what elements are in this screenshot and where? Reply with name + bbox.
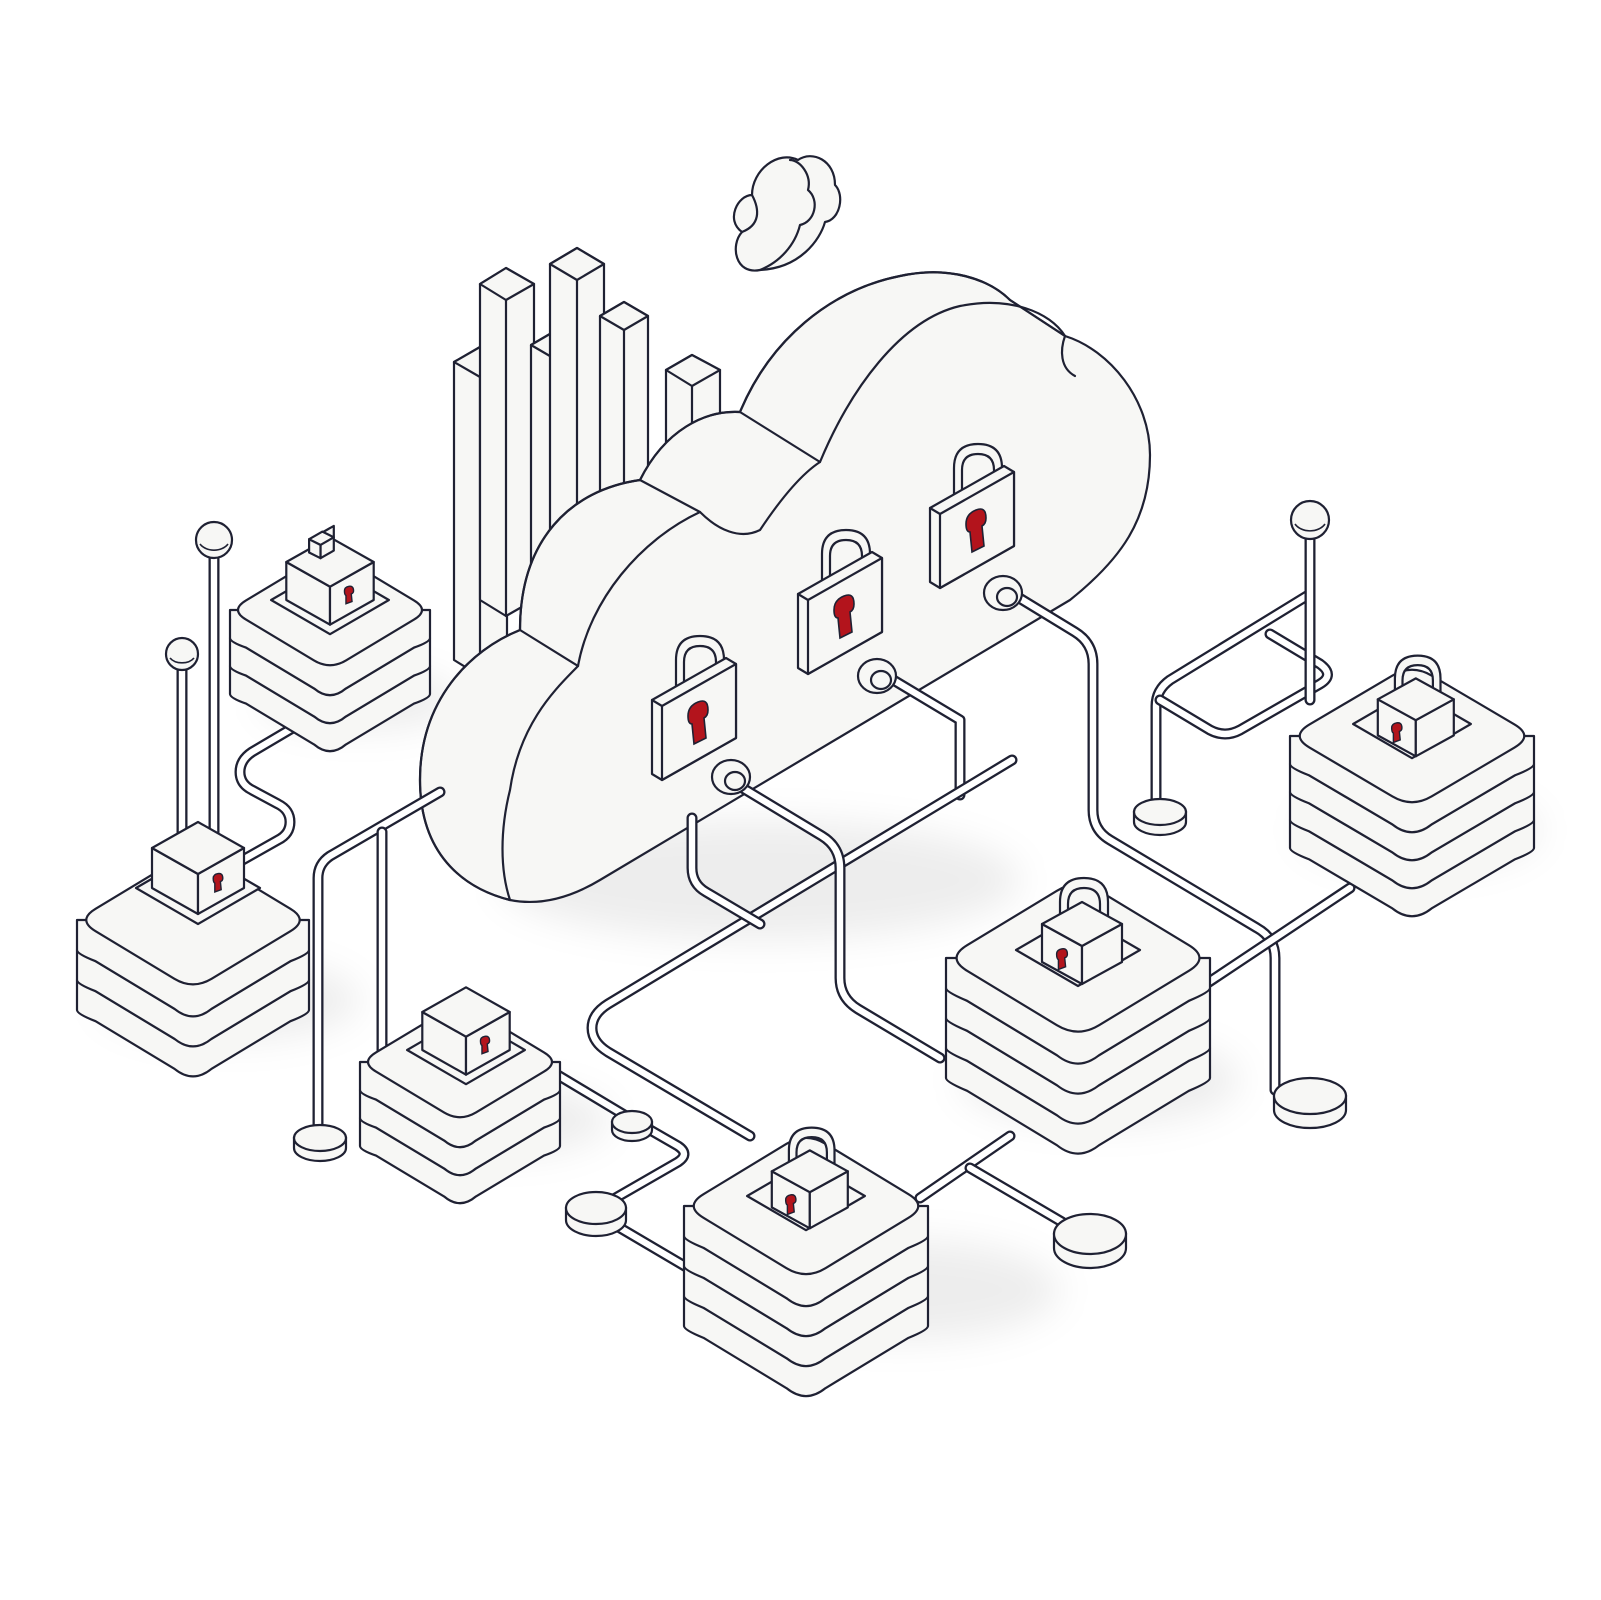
- node-disc-top: [1132, 797, 1188, 827]
- bar-tower: [598, 300, 650, 536]
- pin-ball: [164, 636, 200, 672]
- lockbox-icon: [285, 524, 375, 626]
- pipe-connector-icon: [874, 666, 966, 801]
- server-stack-icon: [228, 524, 432, 753]
- keyhole-icon: [784, 1194, 797, 1216]
- pipe-connector-icon: [1154, 628, 1333, 740]
- server-stacks: [75, 524, 1536, 1398]
- node-disc-top: [1052, 1212, 1128, 1256]
- keyhole-icon: [212, 872, 224, 894]
- node-pin-icon: [164, 636, 200, 672]
- node-disc-top: [292, 1123, 348, 1153]
- node-pin-icon: [1289, 499, 1331, 541]
- pipe-connector-icon: [312, 786, 446, 1138]
- keyhole-icon: [479, 1035, 491, 1055]
- pipe-connector-icon: [686, 812, 766, 930]
- pin-ball: [194, 520, 234, 560]
- padlock-body-top: [770, 1149, 849, 1194]
- pipe-port: [710, 758, 752, 796]
- pin-ball-shade: [1294, 523, 1326, 532]
- pipe-connector-icon: [226, 720, 302, 872]
- node-pin-icon: [1132, 797, 1188, 837]
- node-disc-top: [1272, 1076, 1348, 1116]
- server-stack-icon: [682, 1126, 930, 1398]
- server-stack-icon: [1288, 654, 1536, 918]
- lockbox-top: [421, 986, 511, 1038]
- padlock-icon: [1040, 876, 1124, 986]
- node-discs: [164, 499, 1348, 1270]
- lockbox-icon: [421, 986, 511, 1076]
- padlock-icon: [650, 634, 738, 782]
- server-stack-icon: [358, 986, 562, 1205]
- pipe-connector-icon: [1194, 882, 1356, 994]
- pin-ball-shade: [169, 657, 195, 664]
- node-disc-top: [610, 1109, 654, 1135]
- keyhole-icon: [343, 585, 355, 605]
- pin-ball-shade: [199, 543, 229, 551]
- node-pin-icon: [564, 1190, 628, 1238]
- cloud-ports: [710, 574, 1024, 796]
- padlock-icon: [1376, 654, 1455, 758]
- cloud-icon: [418, 271, 1152, 904]
- padlock-icon: [796, 528, 884, 676]
- lockbox-handle-top: [308, 530, 335, 547]
- cloud-padlocks: [650, 442, 1016, 782]
- pipe-port: [856, 657, 898, 695]
- pipe-connector-icon: [964, 1162, 1068, 1228]
- server-stack-icon: [944, 876, 1212, 1155]
- small-cloud-icon: [732, 155, 842, 272]
- node-pin-icon: [292, 1123, 348, 1163]
- pipe-connector-icon: [730, 778, 946, 1064]
- node-pin-icon: [610, 1109, 654, 1143]
- node-disc-top: [564, 1190, 628, 1226]
- padlock-body-top: [1376, 677, 1455, 722]
- pipe-connector-icon: [586, 754, 1018, 1142]
- node-pin-icon: [1052, 1212, 1128, 1270]
- server-stack-icon: [75, 820, 311, 1078]
- pipe-connector-icon: [550, 1068, 690, 1206]
- lockbox-top: [150, 820, 246, 876]
- padlock-body-top: [1040, 900, 1124, 948]
- pipes: [176, 522, 1356, 1274]
- lockbox-icon: [150, 820, 246, 916]
- bar-tower: [478, 266, 536, 618]
- pipe-connector-icon: [1150, 588, 1316, 814]
- keyhole-icon: [1390, 722, 1403, 744]
- pipe-port: [982, 574, 1024, 612]
- node-pin-icon: [194, 520, 234, 560]
- keyhole-icon: [1055, 947, 1069, 971]
- padlock-icon: [928, 442, 1016, 590]
- pipe-connector-icon: [604, 1216, 694, 1274]
- node-pin-icon: [1272, 1076, 1348, 1130]
- pin-ball: [1289, 499, 1331, 541]
- padlock-icon: [770, 1126, 849, 1230]
